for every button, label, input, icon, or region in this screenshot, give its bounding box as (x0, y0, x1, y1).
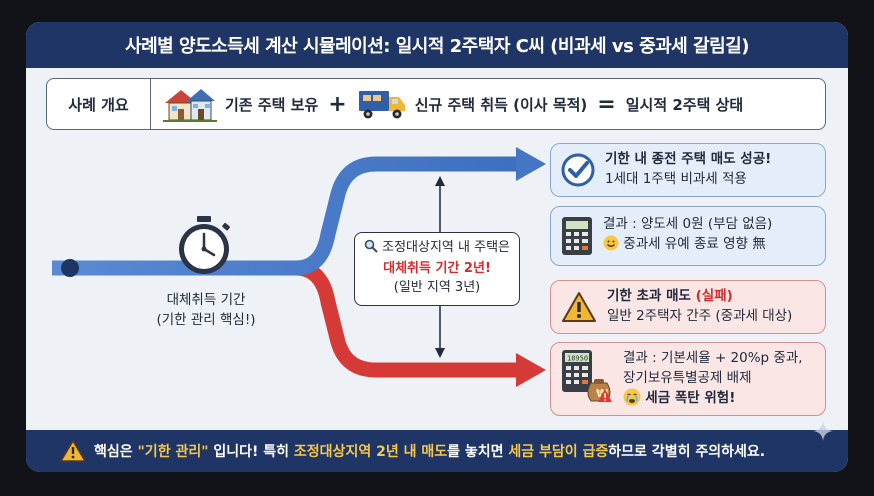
warning-icon (562, 292, 596, 322)
fail-result-line2: 장기보유특별공제 배제 (623, 369, 752, 386)
fail-subtitle: 일반 2주택자 간주 (중과세 대상) (607, 308, 793, 324)
success-result-box: 결과 : 양도세 0원 (부담 없음) 중과세 유예 종료 영향 無 (550, 206, 826, 266)
success-arrowhead (516, 147, 546, 181)
footer-highlight-1: "기한 관리" (137, 444, 209, 460)
footer-text-4: 하므로 각별히 주의하세요. (608, 444, 766, 460)
center-note-line2: 대체취득 기간 2년! (383, 260, 491, 276)
adjustment-area-note: 조정대상지역 내 주택은 대체취득 기간 2년! (일반 지역 3년) (354, 232, 520, 306)
flow-arrows (52, 147, 546, 387)
sparkle-icon (813, 421, 833, 441)
footer-text-2: 입니다! 특히 (208, 444, 294, 460)
equals-sign: = (597, 91, 616, 117)
replacement-period-label: 대체취득 기간 (기한 관리 핵심!) (126, 290, 286, 331)
success-result-line2: 중과세 유예 종료 영향 無 (623, 235, 766, 252)
calculator-icon (562, 217, 592, 255)
main-path-arrow (52, 156, 520, 276)
fail-title-tag: (실패) (695, 288, 733, 305)
fail-result-box: 18950 ₩ 결과 : 기본세율 + 20%p 중과, 장기보유특별공제 배제 (550, 342, 826, 416)
fail-title: 기한 초과 매도 (607, 288, 696, 305)
overview-equation: 기존 주택 보유 + 신규 주택 취득 (이사 목적) = 일시적 2주택 상태 (151, 85, 743, 123)
success-title: 기한 내 종전 주택 매도 성공! (605, 151, 772, 168)
fail-arrowhead (516, 353, 546, 387)
truck-icon (358, 91, 405, 119)
calculator-icon: 18950 ₩ (562, 350, 612, 402)
fail-condition-box: 기한 초과 매도 (실패) 일반 2주택자 간주 (중과세 대상) (550, 280, 826, 334)
stopwatch-icon (179, 216, 230, 274)
plus-sign: + (328, 91, 347, 117)
infographic-card: 사례별 양도소득세 계산 시뮬레이션: 일시적 2주택자 C씨 (비과세 vs … (26, 22, 848, 472)
house-icon (163, 89, 217, 122)
fail-result-line3: 세금 폭탄 위험! (645, 390, 736, 407)
center-note-line1: 조정대상지역 내 주택은 (382, 240, 510, 255)
existing-house-text: 기존 주택 보유 (225, 95, 319, 114)
case-overview-box: 사례 개요 기존 주택 보유 + (46, 78, 826, 130)
warning-icon (60, 440, 86, 462)
success-subtitle: 1세대 1주택 비과세 적용 (605, 171, 747, 187)
footer-highlight-3: 세금 부담이 급증 (508, 444, 609, 460)
start-dot (61, 259, 79, 277)
footer-text-3: 를 놓치면 (447, 444, 509, 460)
crying-face-icon (623, 388, 641, 413)
footer-message: 핵심은 "기한 관리" 입니다! 특히 조정대상지역 2년 내 매도를 놓치면 … (94, 441, 765, 461)
smile-icon (603, 235, 619, 258)
fail-result-line1: 결과 : 기본세율 + 20%p 중과, (623, 350, 803, 366)
page-title: 사례별 양도소득세 계산 시뮬레이션: 일시적 2주택자 C씨 (비과세 vs … (125, 36, 749, 57)
overview-result-text: 일시적 2주택 상태 (625, 95, 744, 114)
calculator-display: 18950 (567, 355, 588, 363)
magnifier-icon (364, 239, 378, 260)
header-bar: 사례별 양도소득세 계산 시뮬레이션: 일시적 2주택자 C씨 (비과세 vs … (26, 22, 848, 68)
down-arrowhead (435, 348, 445, 358)
success-result-line1: 결과 : 양도세 0원 (부담 없음) (603, 215, 773, 232)
success-condition-box: 기한 내 종전 주택 매도 성공! 1세대 1주택 비과세 적용 (550, 143, 826, 197)
up-arrowhead (435, 176, 445, 186)
footer-highlight-2: 조정대상지역 2년 내 매도 (293, 444, 448, 460)
new-house-text: 신규 주택 취득 (이사 목적) (414, 95, 588, 114)
center-note-line3: (일반 지역 3년) (393, 279, 481, 295)
checkmark-icon (561, 153, 595, 187)
overview-label: 사례 개요 (47, 79, 151, 129)
timer-label-line2: (기한 관리 핵심!) (156, 312, 256, 329)
footer-bar: 핵심은 "기한 관리" 입니다! 특히 조정대상지역 2년 내 매도를 놓치면 … (26, 430, 848, 472)
footer-text-1: 핵심은 (94, 444, 138, 460)
timer-label-line1: 대체취득 기간 (166, 292, 246, 308)
